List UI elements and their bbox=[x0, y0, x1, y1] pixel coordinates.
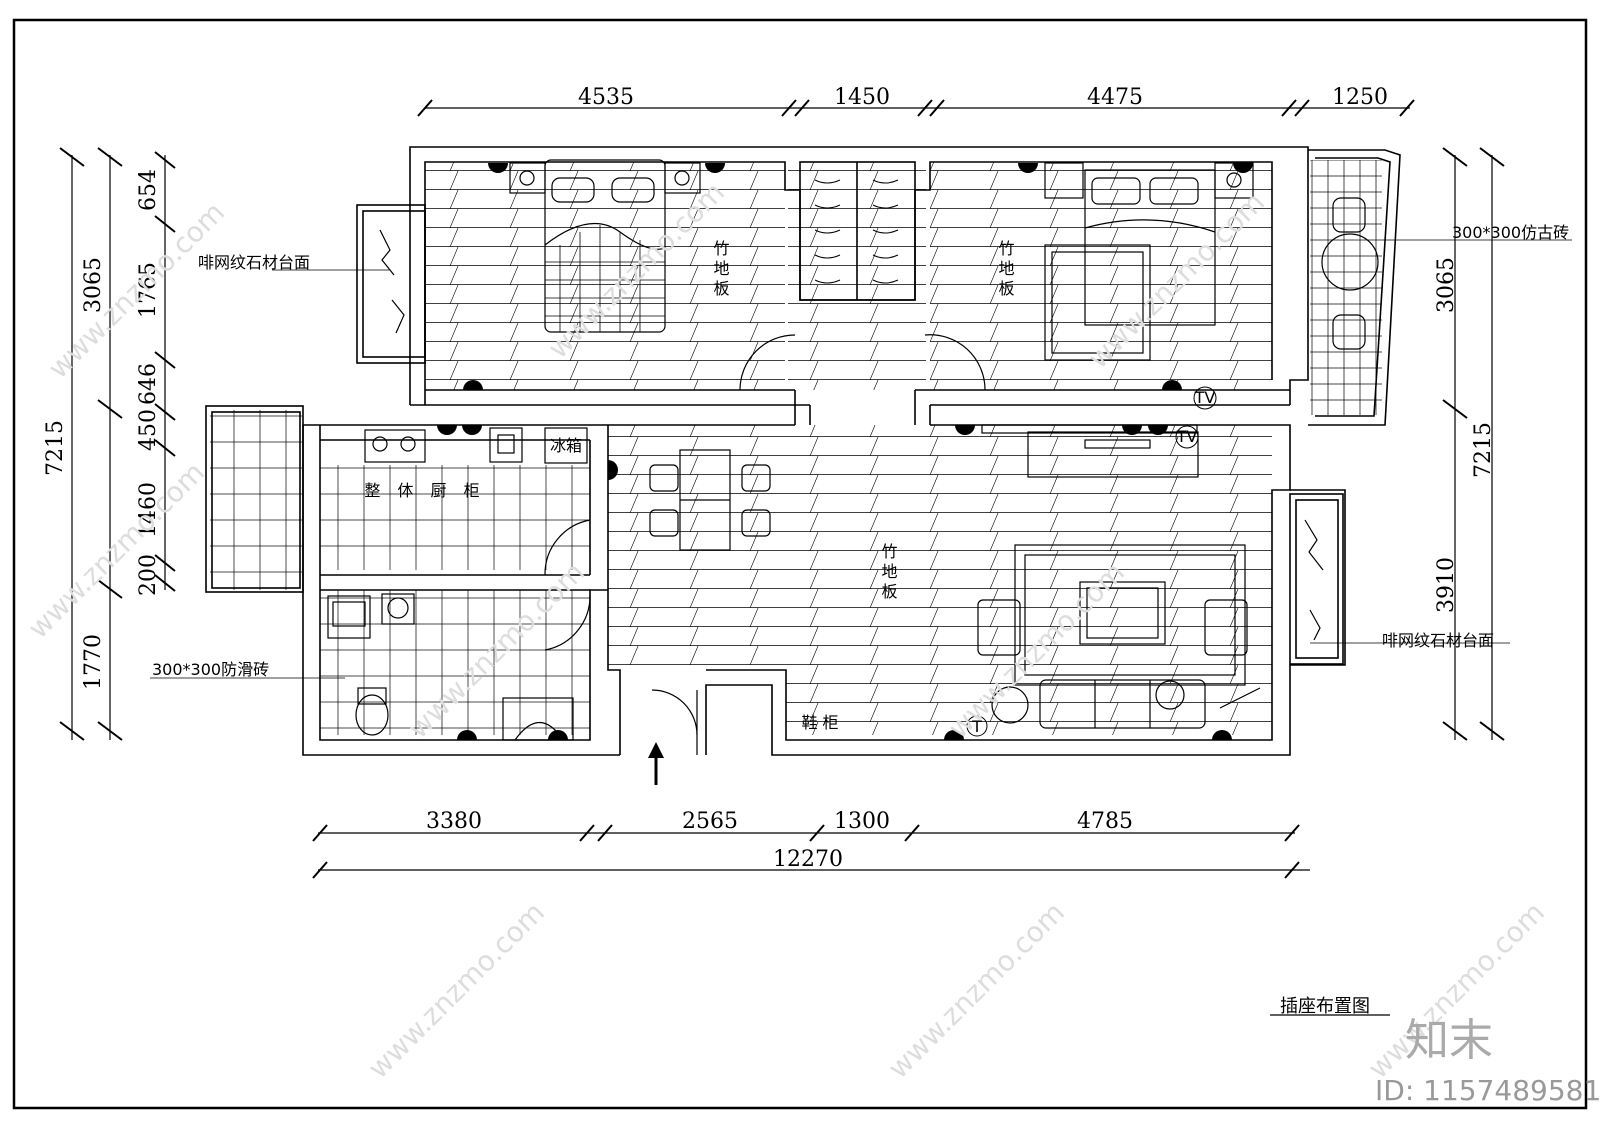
stone-counter-label-left: 啡网纹石材台面 bbox=[198, 253, 310, 272]
tv-symbols bbox=[966, 386, 1217, 737]
dim-bottom-1: 3380 bbox=[426, 809, 482, 834]
tv-symbol-label-2: TV bbox=[1176, 427, 1198, 446]
watermark-logo: 知末 bbox=[1405, 1015, 1493, 1066]
dim-left-inner-1: 654 bbox=[136, 169, 161, 211]
dim-right-inner-1: 3065 bbox=[1434, 257, 1459, 313]
dim-left-inner-4: 450 bbox=[136, 409, 161, 451]
watermark-text: www.znzmo.com bbox=[42, 196, 231, 385]
shoe-cabinet-label: 鞋 柜 bbox=[801, 713, 838, 732]
phone-symbol-label: T bbox=[971, 717, 982, 736]
fridge-label: 冰箱 bbox=[550, 436, 582, 455]
bedroom-right-floor-label: 竹地板 bbox=[996, 240, 1015, 300]
dim-bottom-total: 12270 bbox=[773, 847, 843, 872]
dim-left-inner-5: 1460 bbox=[136, 482, 161, 538]
dimension-lines bbox=[59, 99, 1572, 1016]
dim-right-outer: 7215 bbox=[1471, 422, 1496, 478]
dim-bottom-4: 4785 bbox=[1077, 809, 1133, 834]
dim-left-inner-3: 646 bbox=[136, 363, 161, 405]
dim-left-outer: 7215 bbox=[43, 420, 68, 476]
socket-markers bbox=[437, 163, 1253, 740]
dim-top-2: 1450 bbox=[834, 85, 890, 110]
kitchen-cabinet-label: 整 体 厨 柜 bbox=[364, 481, 485, 500]
dim-left-mid-1: 3065 bbox=[81, 257, 106, 313]
dim-bottom-3: 1300 bbox=[834, 809, 890, 834]
watermark-id: ID: 1157489581 bbox=[1375, 1074, 1600, 1107]
drawing-frame bbox=[12, 18, 1588, 1110]
dim-top-1: 4535 bbox=[578, 85, 634, 110]
walls bbox=[205, 146, 1401, 756]
watermark-text: www.znzmo.com bbox=[22, 456, 211, 645]
dim-left-inner-2: 1765 bbox=[136, 262, 161, 318]
dim-top-3: 4475 bbox=[1087, 85, 1143, 110]
stone-counter-label-right: 啡网纹石材台面 bbox=[1382, 631, 1494, 650]
dim-top-4: 1250 bbox=[1332, 85, 1388, 110]
dim-right-inner-2: 3910 bbox=[1434, 557, 1459, 613]
dim-left-mid-2: 1770 bbox=[81, 634, 106, 690]
watermark-text: www.znzmo.com bbox=[882, 896, 1071, 1085]
bedroom-left-floor-label: 竹地板 bbox=[711, 240, 730, 300]
living-floor-label: 竹地板 bbox=[879, 543, 898, 603]
entry-arrow bbox=[648, 742, 664, 785]
antislip-tile-label: 300*300防滑砖 bbox=[152, 660, 269, 679]
drawing-title: 插座布置图 bbox=[1280, 996, 1370, 1017]
tv-symbol-label: TV bbox=[1194, 388, 1216, 407]
furniture bbox=[327, 159, 1379, 755]
antique-tile-label: 300*300仿古砖 bbox=[1452, 223, 1569, 242]
dim-left-inner-6: 200 bbox=[136, 554, 161, 596]
watermark-text: www.znzmo.com bbox=[362, 896, 551, 1085]
dim-bottom-2: 2565 bbox=[682, 809, 738, 834]
